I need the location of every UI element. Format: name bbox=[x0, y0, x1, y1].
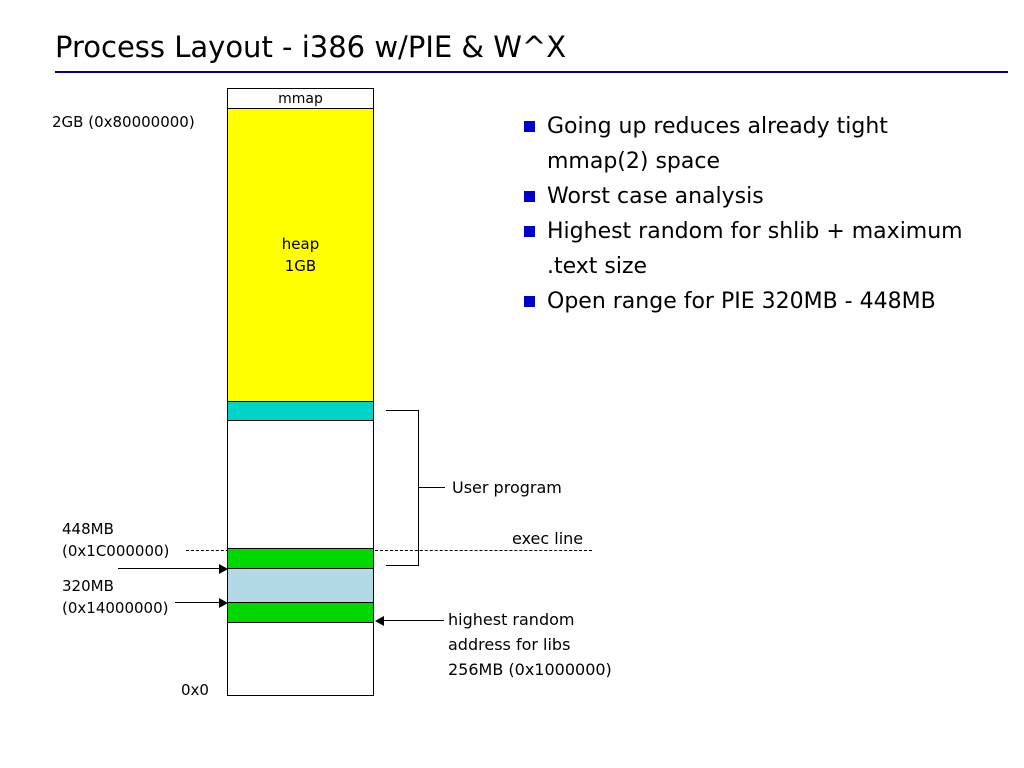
user-program-label: User program bbox=[452, 478, 562, 497]
bullet-item: Going up reduces already tight mmap(2) s… bbox=[524, 109, 976, 179]
heap-label-line2: 1GB bbox=[284, 257, 317, 275]
segment-mmap: mmap bbox=[228, 89, 373, 109]
segment-green-448mb bbox=[228, 549, 373, 569]
exec-line-label: exec line bbox=[512, 529, 584, 548]
user-program-bracket-vertical bbox=[418, 410, 419, 566]
segment-heap: heap 1GB bbox=[228, 109, 373, 402]
arrow-448mb-line bbox=[118, 568, 220, 569]
exec-dashed-line bbox=[186, 550, 592, 551]
address-label-0x0: 0x0 bbox=[181, 681, 209, 699]
bullet-list: Going up reduces already tight mmap(2) s… bbox=[524, 109, 976, 319]
address-320mb-line1: 320MB bbox=[62, 577, 114, 595]
bullet-text: Going up reduces already tight mmap(2) s… bbox=[547, 114, 888, 174]
libs-callout-line3: 256MB (0x1000000) bbox=[448, 660, 612, 679]
bullet-item: Worst case analysis bbox=[524, 179, 976, 214]
user-program-bracket-tick bbox=[418, 487, 445, 488]
address-label-2gb: 2GB (0x80000000) bbox=[52, 113, 195, 131]
bullet-square-icon bbox=[524, 121, 535, 132]
address-448mb-line2: (0x1C000000) bbox=[62, 542, 170, 560]
user-program-bracket-bottom bbox=[386, 565, 419, 566]
libs-callout-line2: address for libs bbox=[448, 635, 571, 654]
user-program-bracket-top bbox=[386, 410, 419, 411]
arrow-libs-line bbox=[384, 620, 444, 621]
arrow-libs-head-icon bbox=[375, 616, 384, 626]
mmap-label: mmap bbox=[278, 90, 323, 107]
bullet-square-icon bbox=[524, 226, 535, 237]
bullet-item: Open range for PIE 320MB - 448MB bbox=[524, 284, 976, 319]
segment-green-320mb bbox=[228, 603, 373, 623]
bullet-square-icon bbox=[524, 191, 535, 202]
page-title: Process Layout - i386 w/PIE & W^X bbox=[55, 30, 567, 64]
address-320mb-line2: (0x14000000) bbox=[62, 599, 169, 617]
memory-column: mmap heap 1GB bbox=[227, 88, 374, 696]
address-label-320mb: 320MB (0x14000000) bbox=[62, 575, 168, 619]
bullet-square-icon bbox=[524, 296, 535, 307]
heap-label-line1: heap bbox=[281, 235, 320, 253]
address-label-448mb: 448MB (0x1C000000) bbox=[62, 518, 169, 562]
bullet-text: Worst case analysis bbox=[547, 184, 764, 209]
segment-cyan-band bbox=[228, 402, 373, 421]
segment-pie-range bbox=[228, 569, 373, 603]
segment-low-memory bbox=[228, 623, 373, 695]
bullet-item: Highest random for shlib + maximum .text… bbox=[524, 214, 976, 284]
bullet-text: Highest random for shlib + maximum .text… bbox=[547, 219, 963, 279]
libs-callout-line1: highest random bbox=[448, 610, 575, 629]
arrow-320mb-head-icon bbox=[219, 598, 228, 608]
title-underline bbox=[55, 71, 1008, 73]
address-448mb-line1: 448MB bbox=[62, 520, 114, 538]
heap-label: heap 1GB bbox=[282, 233, 319, 277]
arrow-320mb-line bbox=[175, 602, 220, 603]
arrow-448mb-head-icon bbox=[219, 564, 228, 574]
bullet-text: Open range for PIE 320MB - 448MB bbox=[547, 289, 936, 314]
segment-user-program-space bbox=[228, 421, 373, 549]
libs-callout-label: highest random address for libs 256MB (0… bbox=[448, 607, 612, 682]
